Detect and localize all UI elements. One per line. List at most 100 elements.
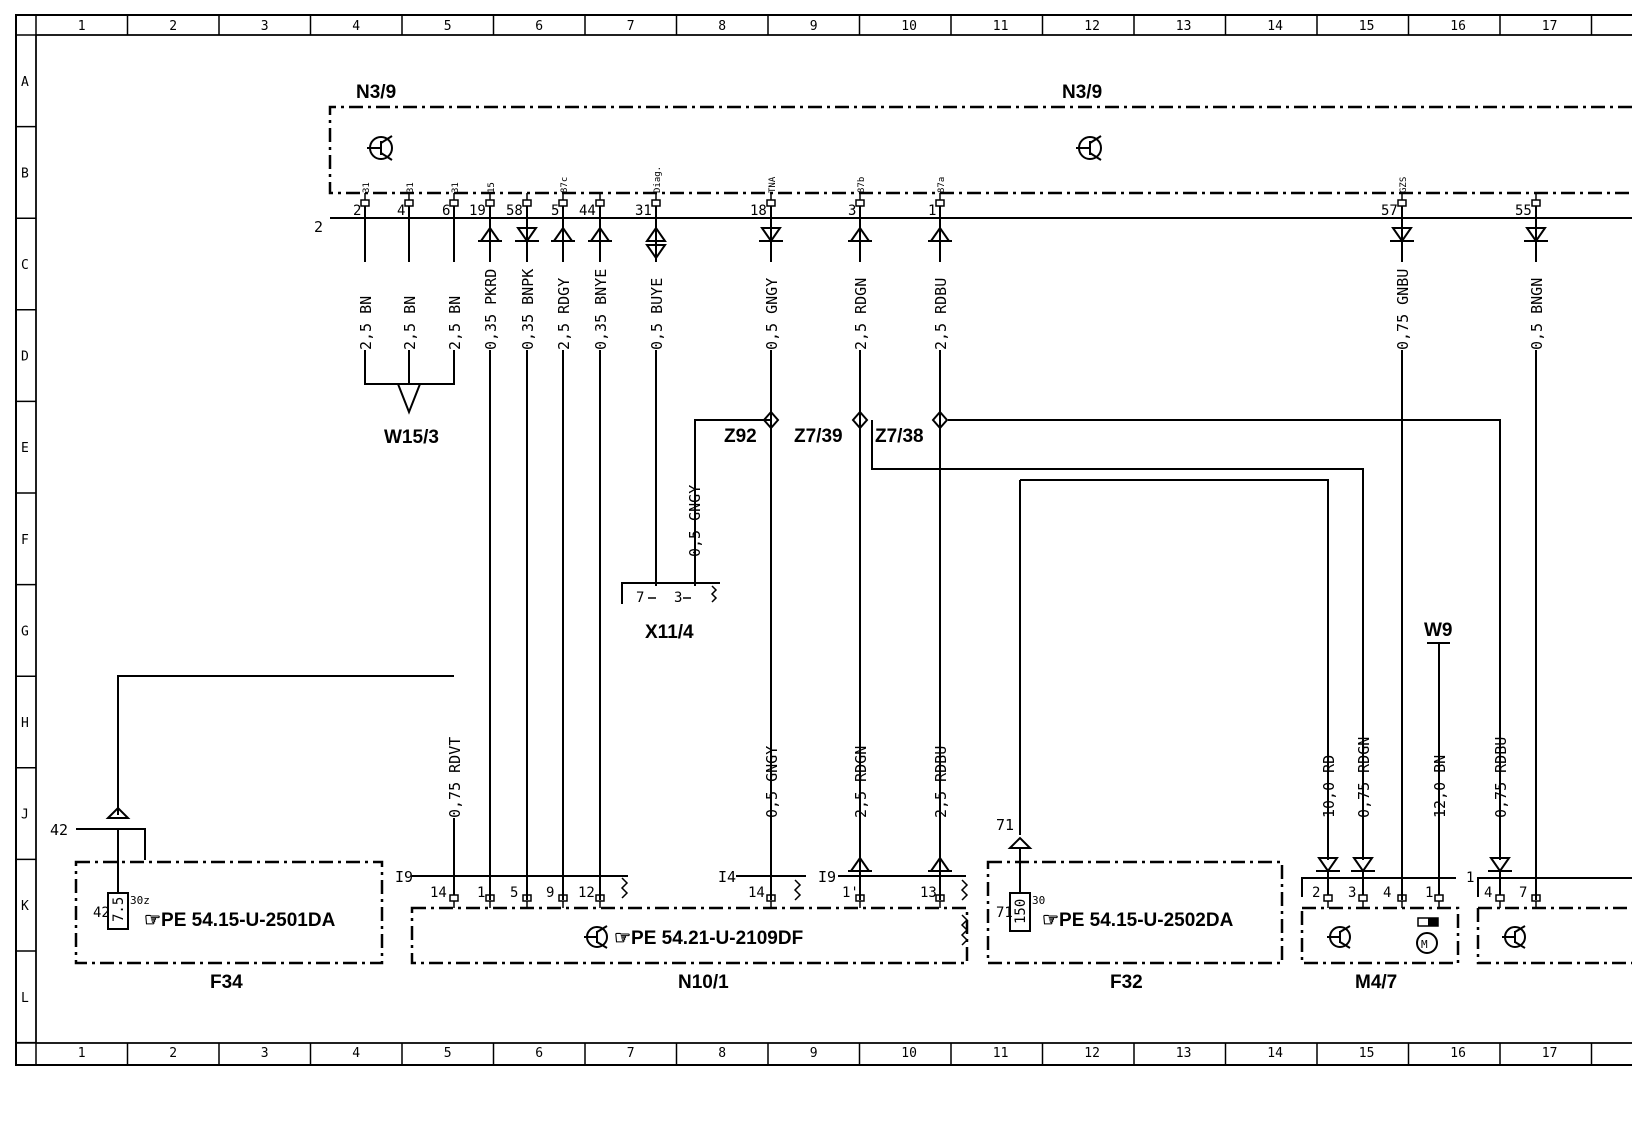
grid-col-label: 15 [1359, 1046, 1375, 1061]
n3-9-pin-number: 2 [353, 203, 361, 219]
svg-text:M: M [1421, 938, 1428, 951]
n10-1-pin: 9 [546, 885, 554, 901]
transistor-icon [1502, 925, 1526, 949]
w15-3-label: W15/3 [384, 427, 439, 448]
grid-row-label: C [21, 258, 29, 273]
f32-fuse-pin: 71 [996, 905, 1013, 921]
wire-label: 0,5 GNGY [763, 278, 781, 350]
n10-1-pin: 5 [510, 885, 518, 901]
grid-col-label: 2 [169, 1046, 177, 1061]
f34-fuse-pin: 42 [93, 905, 110, 921]
w9-label: W9 [1424, 620, 1453, 641]
splice-icon [851, 410, 869, 430]
wire-label: 0,5 BNGN [1528, 278, 1546, 350]
transistor-icon [1076, 135, 1102, 161]
grid-col-label: 9 [810, 19, 818, 34]
grid-col-label: 12 [1084, 19, 1100, 34]
f34-box [74, 860, 384, 965]
wire-label: 0,5 BUYE [648, 278, 666, 350]
n10-1-pin: 12 [578, 885, 595, 901]
wire-label: 12,0 BN [1431, 755, 1449, 818]
transistor-icon [367, 135, 393, 161]
grid-row-label: G [21, 624, 29, 639]
n3-9-pin-terminal: 87b [857, 177, 867, 193]
grid-col-label: 17 [1542, 1046, 1558, 1061]
f34-fuse-value: 7.5 [111, 897, 127, 922]
n3-9-pin-terminal: 31 [362, 182, 372, 193]
wire-label: 0,35 BNPK [519, 269, 537, 350]
x11-wire-label: 0,5 GNGY [686, 485, 704, 557]
grid-row-label: D [21, 350, 29, 365]
n3-9-left-label: N3/9 [356, 82, 396, 103]
grid-row-label: K [21, 899, 29, 914]
fuse-icon [1009, 892, 1031, 932]
n3-9-pin-terminal: GZS [1399, 177, 1409, 193]
grid-row-label: H [21, 716, 29, 731]
n3-9-pin-terminal: 15 [487, 182, 497, 193]
grid-col-label: 12 [1084, 1046, 1100, 1061]
grid-col-label: 15 [1359, 19, 1375, 34]
n3-9-pin-number: 5 [551, 203, 559, 219]
grid-col-label: 14 [1267, 19, 1283, 34]
wire-label: 2,5 RDBU [932, 746, 950, 818]
grid-row-label: J [21, 808, 29, 823]
right-conn-label: 1 [1466, 870, 1474, 886]
n3-9-pin-number: 19 [469, 203, 486, 219]
m4-7-pin: 2 [1312, 885, 1320, 901]
grid-col-label: 11 [993, 1046, 1009, 1061]
right-conn-pin: 4 [1484, 885, 1492, 901]
n3-9-pin-number: 1 [928, 203, 936, 219]
wire-label: 2,5 BN [357, 296, 375, 350]
motor-icon: M [1416, 917, 1439, 954]
grid-col-label: 4 [352, 1046, 360, 1061]
grid-col-label: 13 [1176, 19, 1192, 34]
transistor-icon [584, 925, 608, 949]
m4-7-label: M4/7 [1355, 972, 1397, 993]
grid-col-label: 5 [444, 19, 452, 34]
f32-fuse-value: 150 [1013, 899, 1029, 924]
grid-col-label: 8 [718, 19, 726, 34]
f34-top-pin: 42 [50, 821, 68, 839]
inner-frame [35, 34, 1632, 1044]
n3-9-pin-terminal: 31 [451, 182, 461, 193]
z7-38-label: Z7/38 [875, 426, 924, 447]
grid-column-labels: 1122334455667788991010111112121313141415… [78, 15, 1593, 1065]
f32-ref: ☞PE 54.15-U-2502DA [1042, 910, 1234, 931]
wire-label: 10,0 RD [1320, 755, 1338, 818]
n3-9-pin-number: 4 [397, 203, 405, 219]
z7-39-label: Z7/39 [794, 426, 843, 447]
grid-col-label: 13 [1176, 1046, 1192, 1061]
grid-col-label: 16 [1450, 1046, 1466, 1061]
grid-col-label: 3 [261, 1046, 269, 1061]
f32-top-pin: 71 [996, 816, 1014, 834]
n3-9-pin-number: 6 [442, 203, 450, 219]
x11-pin-7: 7 [636, 590, 644, 606]
grid-col-label: 8 [718, 1046, 726, 1061]
fuse-icon [107, 892, 129, 930]
n3-9-pin-number: 3 [848, 203, 856, 219]
n3-9-right-label: N3/9 [1062, 82, 1102, 103]
grid-row-label: E [21, 441, 29, 456]
n3-9-pin-terminal: 31 [406, 182, 416, 193]
wire-label: 2,5 BN [401, 296, 419, 350]
splice-icon [762, 410, 780, 430]
grid-col-label: 5 [444, 1046, 452, 1061]
f32-box [986, 860, 1284, 965]
grid-col-label: 1 [78, 1046, 86, 1061]
wire-label: 2,5 RDGN [852, 278, 870, 350]
wire-label: 0,35 BNYE [592, 269, 610, 350]
n3-9-box [328, 105, 1632, 195]
grid-col-label: 3 [261, 19, 269, 34]
grid-col-label: 11 [993, 19, 1009, 34]
x11-pin-3: 3 [674, 590, 682, 606]
n3-9-pin-number: 58 [506, 203, 523, 219]
n10-1-pin: 1' [842, 885, 859, 901]
grid-col-label: 14 [1267, 1046, 1283, 1061]
n3-9-pin-number: 18 [750, 203, 767, 219]
wire-label: 2,5 RDGN [852, 746, 870, 818]
grid-col-label: 10 [901, 1046, 917, 1061]
grid-col-label: 4 [352, 19, 360, 34]
n10-1-pin: 1 [477, 885, 485, 901]
